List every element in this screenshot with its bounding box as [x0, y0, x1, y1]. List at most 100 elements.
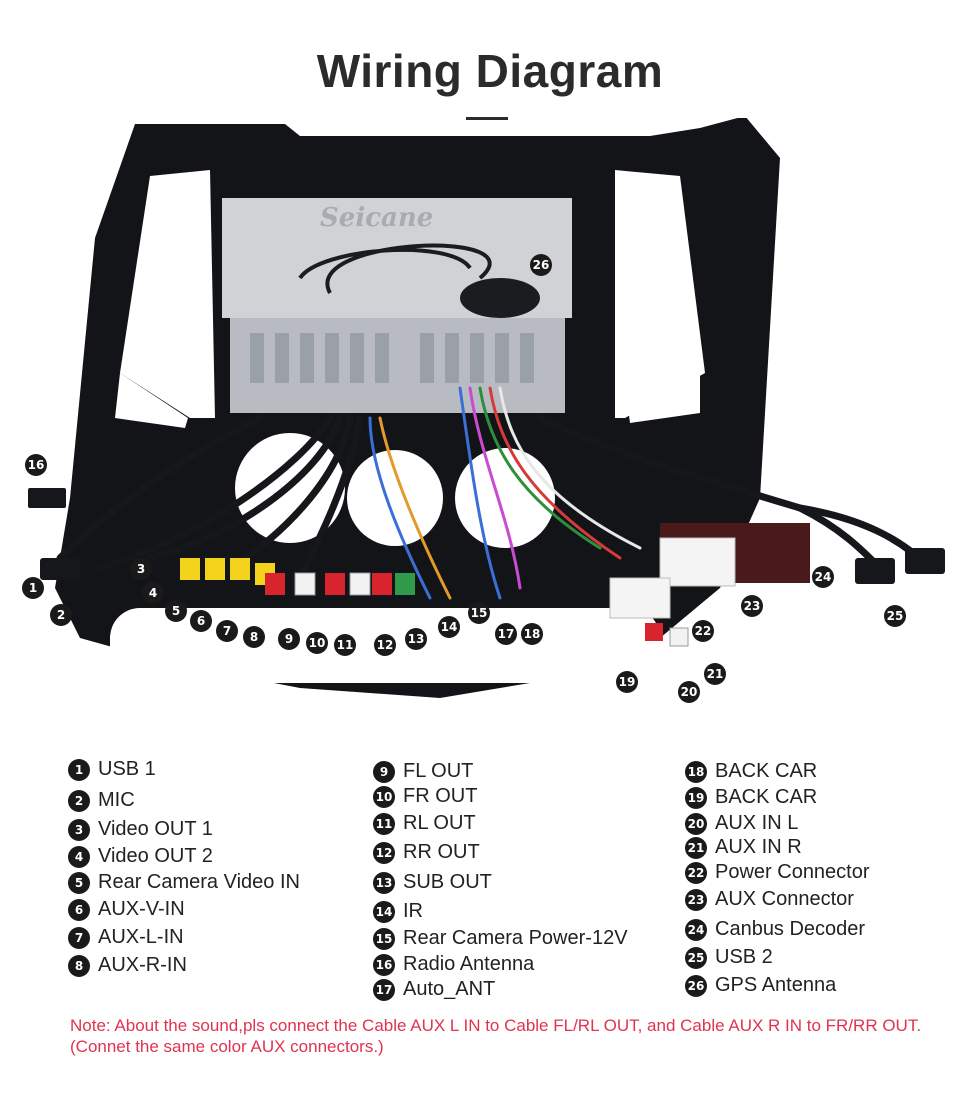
legend-label: Radio Antenna — [403, 953, 535, 975]
legend-number: 13 — [373, 871, 395, 894]
legend-label: Canbus Decoder — [715, 918, 866, 940]
callout-6: 6 — [190, 610, 212, 632]
legend-item: 10 FR OUT — [373, 785, 477, 808]
legend-number: 3 — [68, 818, 90, 841]
legend-label: AUX Connector — [715, 888, 854, 910]
legend-number: 2 — [68, 789, 90, 812]
legend-label: Rear Camera Video IN — [98, 871, 300, 893]
gps-antenna-body — [460, 278, 540, 318]
legend-item: 19 BACK CAR — [685, 786, 817, 809]
callout-24: 24 — [812, 566, 834, 588]
legend-label: BACK CAR — [715, 760, 818, 782]
callout-26: 26 — [530, 254, 552, 276]
callout-21: 21 — [704, 663, 726, 685]
callout-3: 3 — [130, 558, 152, 580]
legend-number: 23 — [685, 888, 707, 911]
legend-number: 25 — [685, 946, 707, 969]
legend-number: 22 — [685, 861, 707, 884]
legend-label: Auto_ANT — [403, 978, 496, 1000]
legend-number: 21 — [685, 836, 707, 859]
callout-5: 5 — [165, 600, 187, 622]
callout-12: 12 — [374, 634, 396, 656]
legend-label: IR — [403, 900, 423, 922]
callout-19: 19 — [616, 671, 638, 693]
legend-number: 18 — [685, 760, 707, 783]
legend-label: Video OUT 2 — [98, 845, 213, 867]
legend-number: 26 — [685, 974, 707, 997]
legend-item: 17 Auto_ANT — [373, 978, 495, 1001]
usb1-plug — [40, 558, 80, 580]
legend-label: Video OUT 1 — [98, 818, 213, 840]
aux-connector — [609, 577, 671, 619]
callout-18: 18 — [521, 623, 543, 645]
wiring-illustration: Seicane — [28, 116, 945, 698]
page-title: Wiring Diagram — [316, 45, 664, 97]
legend-number: 1 — [68, 758, 90, 781]
legend-item: 18 BACK CAR — [685, 760, 817, 783]
callout-16: 16 — [25, 454, 47, 476]
legend-number: 20 — [685, 812, 707, 835]
callout-4: 4 — [142, 582, 164, 604]
legend-item: 20 AUX IN L — [685, 812, 798, 835]
callout-2: 2 — [50, 604, 72, 626]
callout-14: 14 — [438, 616, 460, 638]
legend-item: 6 AUX-V-IN — [68, 898, 185, 921]
legend-label: AUX IN L — [715, 812, 799, 834]
legend-label: GPS Antenna — [715, 974, 837, 996]
legend-item: 1 USB 1 — [68, 758, 156, 781]
gps-cable — [298, 243, 492, 294]
legend-label: FR OUT — [403, 785, 478, 807]
callout-10: 10 — [306, 632, 328, 654]
legend-label: RL OUT — [403, 812, 476, 834]
legend-number: 9 — [373, 760, 395, 783]
head-unit-slots — [250, 333, 534, 383]
legend-item: 23 AUX Connector — [685, 888, 854, 911]
legend-label: FL OUT — [403, 760, 474, 782]
legend-number: 19 — [685, 786, 707, 809]
legend-number: 10 — [373, 785, 395, 808]
legend-item: 11 RL OUT — [373, 812, 476, 835]
legend-item: 9 FL OUT — [373, 760, 473, 783]
right-vent — [615, 170, 705, 418]
legend-item: 5 Rear Camera Video IN — [68, 871, 300, 894]
legend-label: AUX-V-IN — [98, 898, 185, 920]
legend-item: 14 IR — [373, 900, 423, 923]
left-vent — [120, 170, 215, 418]
color-wire-bundle — [368, 386, 642, 600]
gauge-hole-center — [347, 450, 443, 546]
legend-number: 17 — [373, 978, 395, 1001]
legend-item: 3 Video OUT 1 — [68, 818, 213, 841]
callout-25: 25 — [884, 605, 906, 627]
callout-11: 11 — [334, 634, 356, 656]
callout-13: 13 — [405, 628, 427, 650]
callout-15: 15 — [468, 602, 490, 624]
legend-label: AUX-L-IN — [98, 926, 184, 948]
legend-number: 11 — [373, 812, 395, 835]
legend-number: 6 — [68, 898, 90, 921]
sound-connection-note: Note: About the sound,pls connect the Ca… — [70, 1016, 922, 1056]
legend-label: MIC — [98, 789, 135, 811]
power-connector — [659, 537, 736, 587]
legend-item: 16 Radio Antenna — [373, 953, 534, 976]
legend-number: 5 — [68, 871, 90, 894]
legend-number: 14 — [373, 900, 395, 923]
callout-23: 23 — [741, 595, 763, 617]
legend-label: BACK CAR — [715, 786, 818, 808]
legend-number: 16 — [373, 953, 395, 976]
callout-1: 1 — [22, 577, 44, 599]
callout-8: 8 — [243, 626, 265, 648]
legend-label: USB 1 — [98, 758, 156, 780]
legend-number: 8 — [68, 954, 90, 977]
legend-label: RR OUT — [403, 841, 480, 863]
legend-number: 15 — [373, 927, 395, 950]
legend-item: 2 MIC — [68, 789, 135, 812]
legend-number: 7 — [68, 926, 90, 949]
callout-7: 7 — [216, 620, 238, 642]
legend-item: 26 GPS Antenna — [685, 974, 836, 997]
